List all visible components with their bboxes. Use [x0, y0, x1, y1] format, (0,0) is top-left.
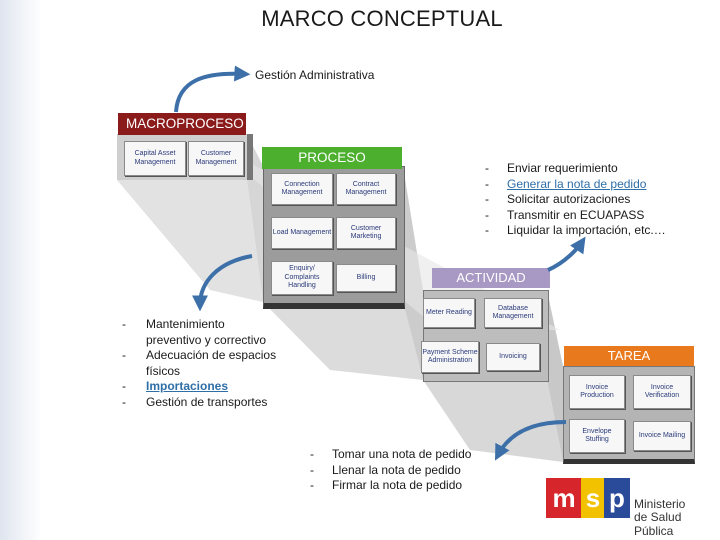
arrow-to-macro-list: [192, 254, 253, 312]
list-item: -Liquidar la importación, etc.…: [485, 223, 666, 237]
proceso-box: Billing: [336, 264, 396, 292]
tarea-box: Invoice Production: [569, 375, 625, 409]
proceso-activity-list: -Enviar requerimiento -Generar la nota d…: [485, 161, 685, 239]
connector-macro-floor: [117, 180, 263, 302]
arrow-to-gestion: [174, 65, 251, 113]
connector-proceso-floor: [263, 302, 423, 380]
list-item: -Enviar requerimiento: [485, 161, 618, 175]
list-item[interactable]: -Generar la nota de pedido: [485, 176, 647, 191]
list-item-text: Liquidar la importación, etc.…: [507, 223, 666, 237]
logo-line1: Ministerio: [634, 497, 686, 511]
list-item-link[interactable]: Generar la nota de pedido: [507, 176, 647, 191]
macroproceso-band: MACROPROCESO: [118, 113, 246, 135]
proceso-box: Contract Management: [336, 173, 396, 205]
list-item: -Solicitar autorizaciones: [485, 192, 631, 206]
proceso-box: Load Management: [271, 217, 333, 249]
proceso-band: PROCESO: [262, 147, 402, 169]
tarea-band: TAREA: [564, 346, 694, 366]
actividad-band: ACTIVIDAD: [432, 268, 550, 288]
macro-box: Customer Management: [188, 141, 244, 176]
tarea-box: Envelope Stuffing: [569, 419, 625, 453]
list-item: -Adecuación de espacios físicos: [122, 348, 277, 378]
list-item-text: Enviar requerimiento: [507, 161, 618, 175]
actividad-box: Database Management: [484, 298, 542, 328]
connector-actividad-floor: [423, 380, 563, 462]
list-item-text: Solicitar autorizaciones: [507, 192, 631, 206]
page-title: MARCO CONCEPTUAL: [261, 6, 503, 31]
tarea-list: -Tomar una nota de pedido -Llenar la not…: [310, 447, 510, 494]
list-item-text: Mantenimiento preventivo y correctivo: [146, 317, 267, 347]
connector-actividad-tarea: [547, 290, 563, 462]
tarea-box: Invoice Verification: [633, 375, 691, 409]
proceso-box: Enquiry/ Complaints Handling: [271, 261, 333, 295]
logo-letter-p: p: [604, 478, 630, 518]
ministerio-logo: m s p Ministerio de Salud Pública: [544, 472, 720, 538]
list-item-text: Firmar la nota de pedido: [332, 478, 463, 492]
list-item-text: Transmitir en ECUAPASS: [507, 207, 645, 222]
logo-letter-m: m: [546, 478, 582, 518]
list-item: -Tomar una nota de pedido: [310, 447, 472, 461]
logo-line2: de Salud Pública: [634, 510, 682, 538]
actividad-box: Payment Scheme Administration: [421, 341, 479, 373]
proceso-box: Customer Marketing: [336, 217, 396, 249]
diagram-subtitle: Gestión Administrativa: [255, 68, 375, 82]
actividad-box: Invoicing: [486, 343, 540, 371]
list-item: -Firmar la nota de pedido: [310, 478, 463, 492]
list-item-text: Llenar la nota de pedido: [332, 462, 461, 477]
macroproceso-list: -Mantenimiento preventivo y correctivo -…: [122, 317, 282, 410]
list-item-text: Tomar una nota de pedido: [332, 447, 472, 461]
proceso-box: Connection Management: [271, 173, 333, 205]
list-item[interactable]: -Importaciones: [122, 379, 229, 393]
list-item-link[interactable]: Importaciones: [146, 379, 229, 393]
tarea-box: Invoice Mailing: [633, 421, 691, 451]
arrow-to-proceso-list: [547, 236, 586, 272]
logo-letter-s: s: [581, 478, 605, 518]
left-decorative-strip: [0, 0, 42, 540]
list-item: -Transmitir en ECUAPASS: [485, 207, 645, 222]
list-item-text: Adecuación de espacios físicos: [146, 348, 277, 378]
actividad-box: Meter Reading: [423, 298, 475, 328]
macro-box: Capital Asset Management: [124, 141, 186, 176]
list-item: -Mantenimiento preventivo y correctivo: [122, 317, 267, 347]
list-item: -Llenar la nota de pedido: [310, 462, 461, 477]
list-item: -Gestión de transportes: [122, 394, 268, 409]
arrow-to-tarea-list: [495, 420, 567, 461]
list-item-text: Gestión de transportes: [146, 394, 268, 409]
